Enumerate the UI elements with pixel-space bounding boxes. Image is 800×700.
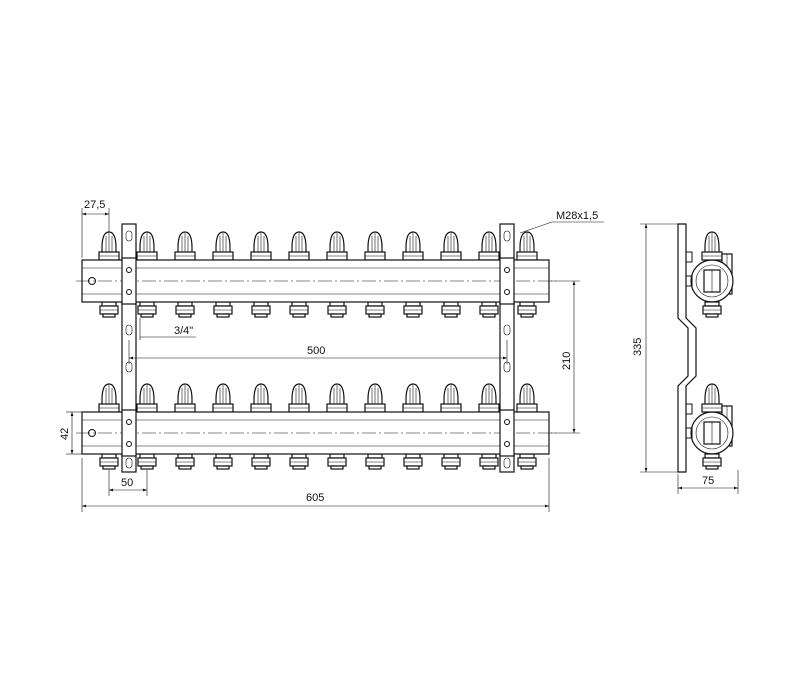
top-outlet-connector-1	[99, 301, 119, 318]
bottom-outlet-connector-4	[213, 453, 233, 470]
inlet-size-label: 3/4"	[174, 325, 193, 337]
bottom-outlet-connector-9	[403, 453, 423, 470]
top-valve-cap-1	[98, 231, 120, 261]
dimension-bar-height: 42	[59, 411, 82, 455]
top-outlet-connector-11	[479, 301, 499, 318]
top-outlet-connector-5	[251, 301, 271, 318]
overall-length-label: 605	[306, 492, 324, 504]
bottom-valve-cap-3	[174, 383, 196, 413]
top-outlet-connector-7	[327, 301, 347, 318]
bottom-outlet-connector-7	[327, 453, 347, 470]
side-upper-assembly	[685, 231, 734, 318]
top-outlet-connector-12	[517, 301, 537, 318]
bottom-valve-cap-4	[212, 383, 234, 413]
top-valve-cap-9	[402, 231, 424, 261]
top-valve-cap-10	[440, 231, 462, 261]
bottom-outlet-connector-5	[251, 453, 271, 470]
dimension-overall-height: 335	[632, 223, 680, 473]
top-valve-cap-7	[326, 231, 348, 261]
bottom-valve-cap-10	[440, 383, 462, 413]
bottom-valve-cap-11	[478, 383, 500, 413]
bottom-valve-cap-9	[402, 383, 424, 413]
bar-height-label: 42	[59, 428, 71, 440]
bottom-valve-cap-7	[326, 383, 348, 413]
bottom-outlet-connector-3	[175, 453, 195, 470]
top-valve-cap-11	[478, 231, 500, 261]
bottom-valve-cap-12	[516, 383, 538, 413]
top-valve-cap-4	[212, 231, 234, 261]
side-lower-assembly	[685, 383, 734, 470]
bracket-spacing-label: 500	[307, 345, 325, 357]
top-valve-cap-2	[136, 231, 158, 261]
side-view	[677, 223, 734, 473]
bottom-outlet-connector-2	[137, 453, 157, 470]
depth-label: 75	[702, 475, 714, 487]
overall-height-label: 335	[632, 338, 644, 356]
bottom-outlet-connector-8	[365, 453, 385, 470]
bottom-outlet-connector-12	[517, 453, 537, 470]
top-outlet-connector-10	[441, 301, 461, 318]
dimension-bracket-spacing: 500	[128, 340, 508, 364]
bottom-outlet-connector-11	[479, 453, 499, 470]
outlet-pitch-label: 50	[121, 477, 133, 489]
dimension-thread: M28x1,5	[519, 210, 604, 234]
bottom-outlet-connector-6	[289, 453, 309, 470]
thread-label: M28x1,5	[556, 210, 598, 222]
top-valve-cap-5	[250, 231, 272, 261]
top-outlet-connector-3	[175, 301, 195, 318]
bottom-valve-cap-2	[136, 383, 158, 413]
top-outlet-connector-6	[289, 301, 309, 318]
dimension-overall-length: 605	[81, 458, 550, 512]
bottom-outlet-connector-1	[99, 453, 119, 470]
dimension-inlet: 3/4"	[139, 318, 196, 340]
top-valve-cap-8	[364, 231, 386, 261]
top-valve-cap-3	[174, 231, 196, 261]
bottom-valve-cap-5	[250, 383, 272, 413]
dimension-depth: 75	[677, 470, 739, 494]
dimension-bar-spacing: 210	[551, 280, 580, 434]
top-outlet-connector-9	[403, 301, 423, 318]
bottom-outlet-connector-10	[441, 453, 461, 470]
top-outlet-connector-2	[137, 301, 157, 318]
top-outlet-connector-4	[213, 301, 233, 318]
return-bar	[76, 411, 556, 455]
bottom-valve-cap-1	[98, 383, 120, 413]
dimension-outlet-pitch: 50	[108, 470, 148, 496]
top-valve-cap-6	[288, 231, 310, 261]
bottom-valve-cap-6	[288, 383, 310, 413]
top-outlet-connector-8	[365, 301, 385, 318]
front-view	[76, 223, 556, 473]
bottom-valve-cap-8	[364, 383, 386, 413]
top-valve-cap-12	[516, 231, 538, 261]
supply-bar	[76, 259, 556, 303]
bar-spacing-label: 210	[561, 352, 573, 370]
end-offset-label: 27,5	[84, 199, 105, 211]
dimension-end-offset: 27,5	[81, 199, 110, 258]
